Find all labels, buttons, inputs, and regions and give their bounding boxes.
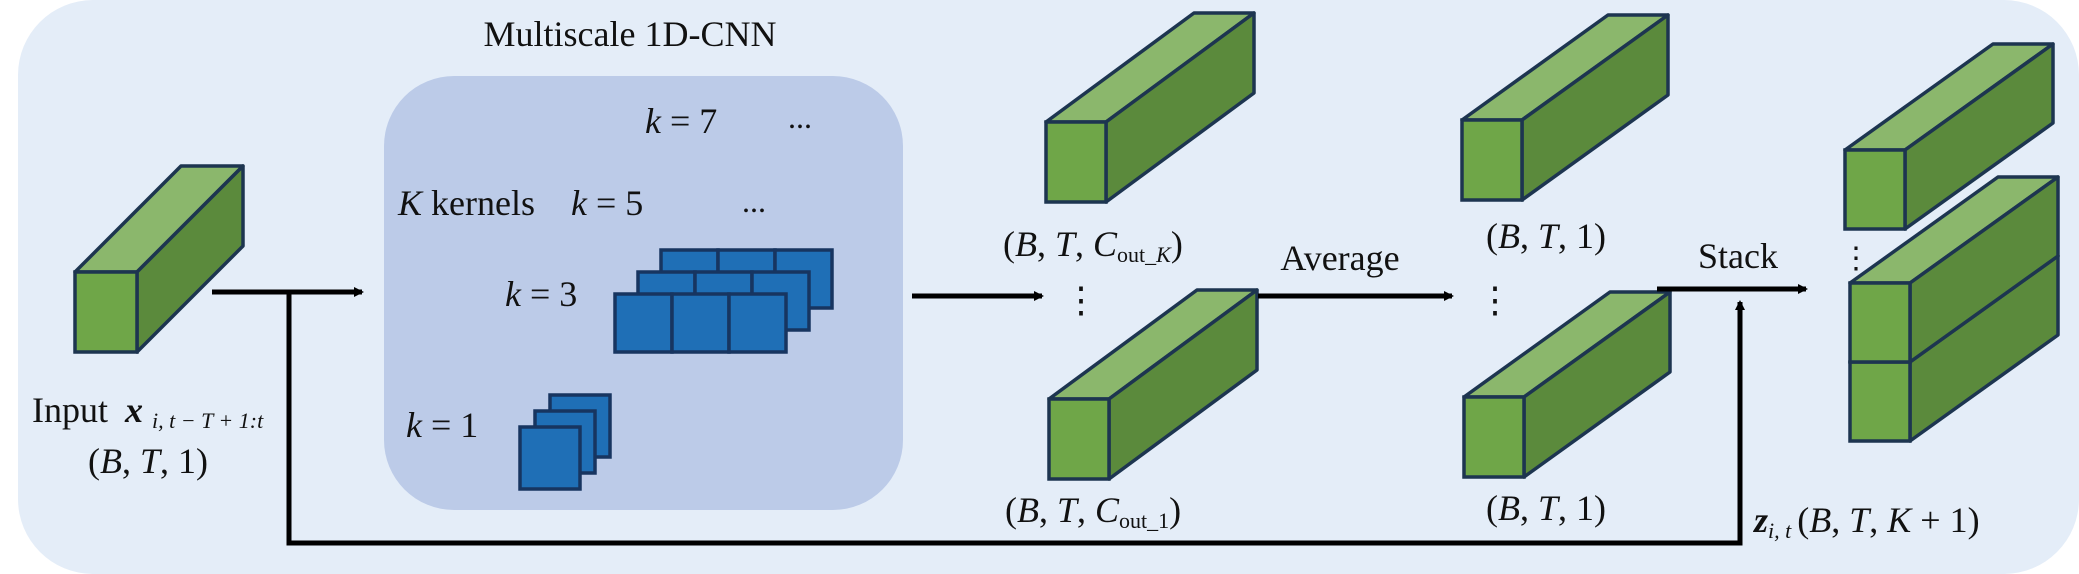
- ellipsis-k5: ...: [742, 183, 766, 219]
- conv-output-top-cube-front-face: [1044, 120, 1108, 204]
- kernel-label-k7: k = 7: [645, 101, 717, 141]
- input-subscript: i, t − T + 1:t: [152, 408, 264, 433]
- kernel-stack-k3-cell: [727, 292, 788, 354]
- kernel-label-k1: k = 1: [406, 405, 478, 445]
- conv-output-top-cube: [1044, 11, 1256, 204]
- average-ellipsis: ⋮: [1477, 280, 1513, 320]
- stacked-output-top-cube-front-face: [1843, 148, 1907, 231]
- input-label: Input x i, t − T + 1:t: [32, 390, 264, 433]
- input-var: x: [124, 390, 143, 430]
- cnn-title: Multiscale 1D-CNN: [484, 14, 777, 54]
- connectors: [212, 284, 1808, 546]
- stack-ellipsis: ⋮: [1841, 242, 1871, 275]
- input-tensor-cube: [73, 164, 245, 354]
- kernel-stack-k3-cell: [613, 292, 674, 354]
- average-output-bottom-cube-front-face: [1462, 395, 1526, 479]
- kernel-stack-k1: [518, 393, 612, 491]
- conv-output-bottom-shape: (B, T, Cout_1): [1005, 490, 1181, 533]
- kernels-count-label: K kernels: [397, 183, 535, 223]
- average-output-bottom-cube: [1462, 290, 1672, 479]
- stacked-output-middle-cube: [1848, 175, 2060, 364]
- skip-connection-line: [286, 292, 1745, 546]
- stack-label: Stack: [1698, 236, 1778, 276]
- conv-output-bottom-cube-front-face: [1047, 397, 1111, 481]
- ellipsis-k7: ...: [788, 99, 812, 135]
- average-top-shape: (B, T, 1): [1486, 216, 1606, 256]
- average-label: Average: [1280, 238, 1399, 278]
- kernel-stack-k3: [613, 248, 834, 354]
- kernel-stack-k3-cell: [670, 292, 731, 354]
- conv-outputs-ellipsis: ⋮: [1063, 280, 1099, 320]
- stacked-output-bottom-cube-front-face: [1848, 360, 1912, 443]
- average-bottom-shape: (B, T, 1): [1486, 488, 1606, 528]
- input-tensor-cube-front-face: [73, 270, 139, 354]
- conv-output-bottom-cube: [1047, 288, 1259, 481]
- kernel-label-k3: k = 3: [505, 274, 577, 314]
- input-shape: (B, T, 1): [88, 441, 208, 481]
- kernel-stack-k1-cell: [518, 425, 582, 491]
- average-output-top-cube-front-face: [1460, 118, 1524, 202]
- stacked-output-top-cube: [1843, 42, 2055, 231]
- stacked-output-middle-cube-front-face: [1848, 281, 1912, 364]
- stack-output-shape: zi, t(B, T, K + 1): [1752, 500, 1980, 543]
- kernel-label-k5: k = 5: [571, 183, 643, 223]
- conv-output-top-shape: (B, T, Cout_K): [1003, 224, 1183, 267]
- average-output-top-cube: [1460, 13, 1670, 202]
- input-label-text: Input: [32, 390, 108, 430]
